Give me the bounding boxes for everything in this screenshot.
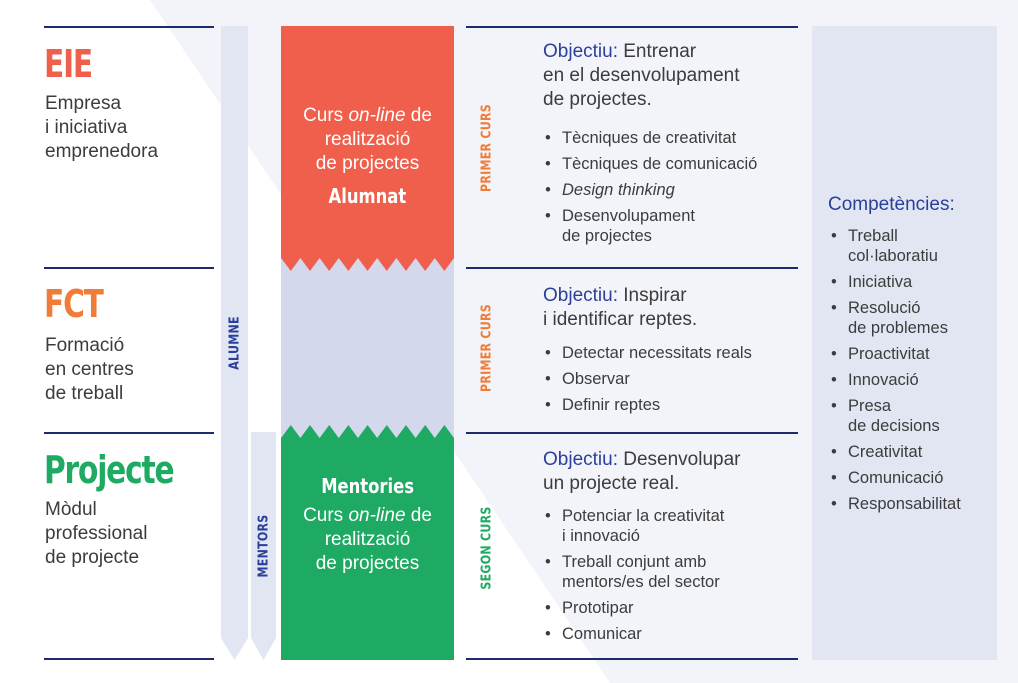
students-label: Alumnat	[328, 184, 407, 208]
list-item: Creativitat	[829, 442, 994, 462]
objective-rule-1	[466, 267, 798, 269]
online-course-mentors: Mentories Curs on-line de realització de…	[303, 474, 432, 574]
list-item: Design thinking	[543, 180, 757, 200]
objective-rule-top	[466, 26, 798, 28]
list-item: Definir reptes	[543, 395, 752, 415]
alumne-arrow-label: ALUMNE	[227, 316, 243, 370]
alumne-arrow	[221, 26, 248, 660]
objective-1-list: Tècniques de creativitat Tècniques de co…	[543, 128, 757, 252]
module-rule-2	[44, 432, 214, 434]
module-rule-bottom	[44, 658, 214, 660]
list-item: Comunicar	[543, 624, 724, 644]
objective-rule-bottom	[466, 658, 798, 660]
list-item: Responsabilitat	[829, 494, 994, 514]
list-item: Iniciativa	[829, 272, 994, 292]
course-label-3: SEGON CURS	[479, 506, 495, 590]
list-item: Comunicació	[829, 468, 994, 488]
mentors-arrow-label: MENTORS	[256, 514, 272, 578]
course-label-2: PRIMER CURS	[479, 304, 495, 392]
list-item: Tècniques de comunicació	[543, 154, 757, 174]
list-item: Detectar necessitats reals	[543, 343, 752, 363]
competencies-title: Competències:	[828, 194, 955, 215]
course-column	[281, 26, 454, 660]
module-title-projecte: Projecte	[44, 448, 175, 492]
list-item: Prototipar	[543, 598, 724, 618]
objective-rule-2	[466, 432, 798, 434]
module-title-eie: EIE	[44, 42, 93, 86]
list-item: Proactivitat	[829, 344, 994, 364]
module-rule-top	[44, 26, 214, 28]
online-course-students: Curs on-line de realització de projectes…	[303, 105, 432, 208]
mentories-label: Mentories	[321, 474, 414, 498]
objective-3: Objectiu: Desenvolupar un projecte real.	[543, 449, 741, 494]
objective-1: Objectiu: Entrenar en el desenvolupament…	[543, 41, 740, 110]
competencies-panel	[812, 26, 997, 660]
objective-2: Objectiu: Inspirar i identificar reptes.	[543, 285, 698, 330]
course-label-1: PRIMER CURS	[479, 104, 495, 192]
module-title-fct: FCT	[44, 282, 104, 326]
list-item: Observar	[543, 369, 752, 389]
mentors-arrow	[251, 432, 276, 660]
objective-2-list: Detectar necessitats reals Observar Defi…	[543, 343, 752, 421]
list-item: Innovació	[829, 370, 994, 390]
module-rule-1	[44, 267, 214, 269]
list-item: Tècniques de creativitat	[543, 128, 757, 148]
